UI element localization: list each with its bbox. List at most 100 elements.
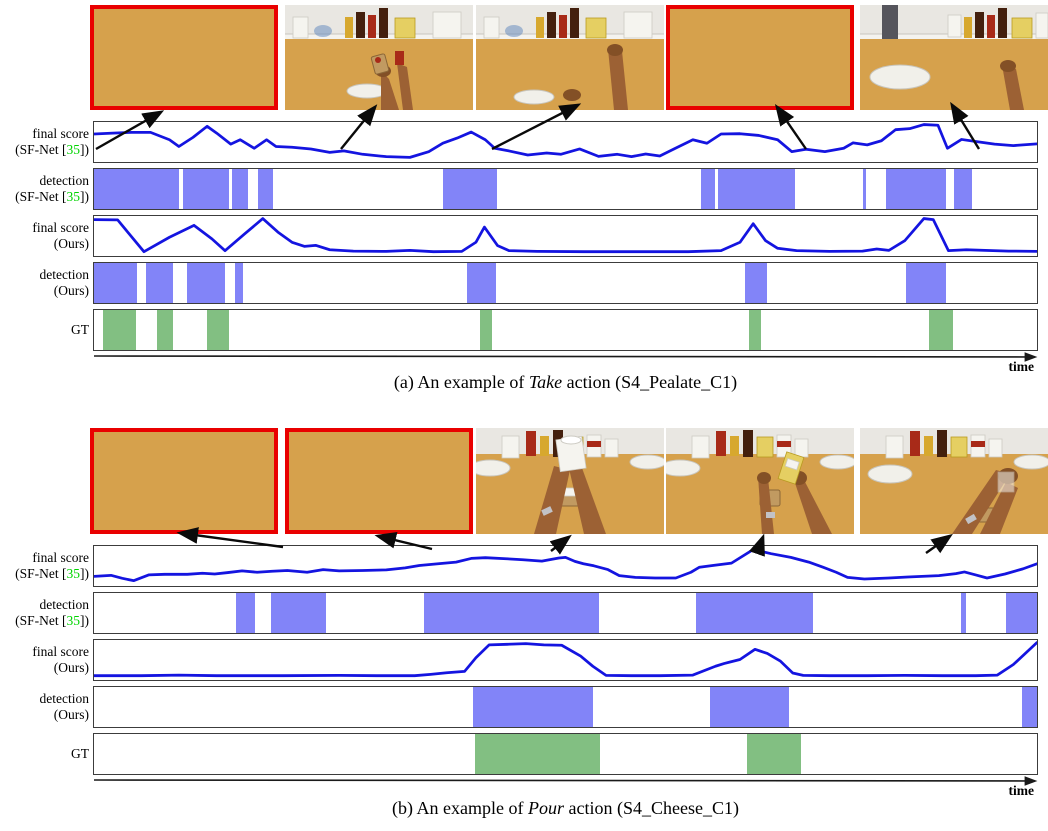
video-frame-b4 [666, 428, 854, 534]
score-line-plot [94, 641, 1037, 678]
video-frame-a1 [90, 5, 278, 110]
detection-segment [1005, 593, 1037, 633]
gt-segment [749, 310, 761, 350]
kitchen-scene-a1 [90, 5, 278, 110]
detection-segment [862, 169, 867, 209]
detection-segment [94, 169, 179, 209]
detection-segment [467, 263, 496, 303]
detection-segment [94, 263, 138, 303]
video-frame-b2 [285, 428, 473, 534]
video-frame-b3 [476, 428, 664, 534]
video-frame-b1 [90, 428, 278, 534]
caption-a: (a) An example of Take action (S4_Pealat… [393, 372, 738, 392]
row-label-detection-ours-b: detection (Ours) [0, 686, 89, 728]
detection-segment [1021, 687, 1037, 727]
row-label-detection-sfnet-b: detection (SF-Net [35]) [0, 592, 89, 634]
label-line1: final score [32, 643, 89, 659]
label-line2: (SF-Net [35]) [15, 566, 89, 581]
row-label-final-score-sfnet-b: final score (SF-Net [35]) [0, 545, 89, 587]
detection-segment [258, 169, 274, 209]
video-frame-a2 [285, 5, 473, 110]
label-line1: GT [71, 745, 89, 761]
label-line1: detection [39, 596, 89, 612]
gt-segment [746, 734, 802, 774]
time-axis-a [93, 352, 1038, 362]
score-line-plot [94, 217, 1037, 254]
label-line1: GT [71, 321, 89, 337]
citation-35: 35 [66, 566, 81, 581]
kitchen-scene-a4 [666, 5, 854, 110]
video-frame-b5 [860, 428, 1048, 534]
label-line2: (Ours) [53, 707, 89, 722]
kitchen-scene-a2 [285, 5, 473, 110]
kitchen-scene-a3 [476, 5, 664, 110]
final-score-ours-strip-a [93, 215, 1038, 257]
score-line-plot [94, 548, 1037, 583]
row-label-gt-a: GT [0, 309, 89, 351]
final-score-sfnet-strip-b [93, 545, 1038, 587]
detection-segment [954, 169, 972, 209]
detection-segment [709, 687, 789, 727]
gt-strip-b [93, 733, 1038, 775]
row-label-gt-b: GT [0, 733, 89, 775]
gt-strip-a [93, 309, 1038, 351]
label-line2: (Ours) [53, 236, 89, 251]
final-score-ours-strip-b [93, 639, 1038, 681]
detection-segment [187, 263, 226, 303]
label-line2: (SF-Net [35]) [15, 613, 89, 628]
kitchen-scene-a5 [860, 5, 1048, 110]
detection-segment [695, 593, 813, 633]
gt-segment [207, 310, 229, 350]
detection-segment [145, 263, 174, 303]
detection-segment [473, 687, 593, 727]
detection-ours-strip-b [93, 686, 1038, 728]
gt-segment [474, 734, 601, 774]
label-line2: (Ours) [53, 283, 89, 298]
row-label-final-score-ours-b: final score (Ours) [0, 639, 89, 681]
detection-segment [231, 169, 248, 209]
final-score-sfnet-strip-a [93, 121, 1038, 163]
video-frame-a3 [476, 5, 664, 110]
row-label-detection-ours-a: detection (Ours) [0, 262, 89, 304]
detection-segment [271, 593, 326, 633]
video-frame-a4 [666, 5, 854, 110]
kitchen-scene-b1 [90, 428, 278, 534]
gt-segment [928, 310, 954, 350]
kitchen-scene-b5 [860, 428, 1048, 534]
detection-sfnet-strip-b [93, 592, 1038, 634]
label-line1: detection [39, 266, 89, 282]
time-axis-label-b: time [1008, 783, 1034, 798]
citation-35: 35 [66, 613, 81, 628]
detection-segment [424, 593, 599, 633]
time-axis-label-a: time [1008, 359, 1034, 374]
caption-b: (b) An example of Pour action (S4_Cheese… [392, 798, 739, 818]
label-line2: (SF-Net [35]) [15, 189, 89, 204]
action-name-take: Take [528, 372, 563, 392]
detection-segment [886, 169, 946, 209]
detection-segment [905, 263, 946, 303]
citation-35: 35 [66, 189, 81, 204]
score-line-plot [94, 123, 1037, 159]
label-line1: final score [32, 219, 89, 235]
label-line2: (SF-Net [35]) [15, 142, 89, 157]
kitchen-scene-b4 [666, 428, 854, 534]
detection-segment [744, 263, 768, 303]
row-label-final-score-sfnet-a: final score (SF-Net [35]) [0, 121, 89, 163]
row-label-final-score-ours-a: final score (Ours) [0, 215, 89, 257]
detection-segment [236, 593, 256, 633]
kitchen-scene-b3 [476, 428, 664, 534]
video-frame-a5 [860, 5, 1048, 110]
label-line1: detection [39, 172, 89, 188]
detection-segment [235, 263, 243, 303]
label-line1: final score [32, 549, 89, 565]
detection-sfnet-strip-a [93, 168, 1038, 210]
label-line1: detection [39, 690, 89, 706]
gt-segment [479, 310, 492, 350]
detection-segment [960, 593, 967, 633]
label-line1: final score [32, 125, 89, 141]
detection-segment [182, 169, 229, 209]
gt-segment [157, 310, 174, 350]
time-axis-b [93, 776, 1038, 786]
detection-segment [701, 169, 716, 209]
